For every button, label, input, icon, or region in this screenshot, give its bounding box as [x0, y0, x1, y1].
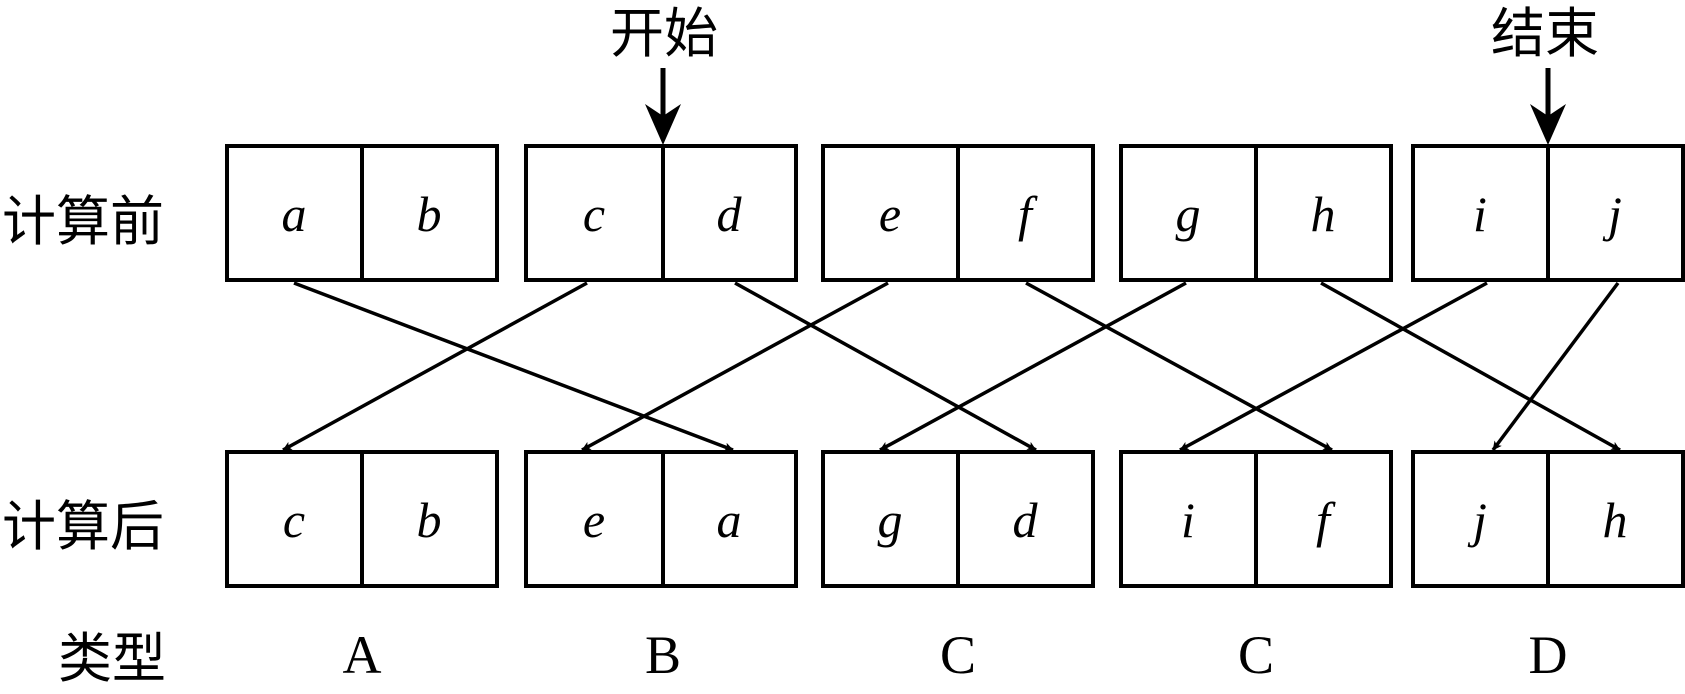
arrow-h-to-after-pair5-right [1320, 281, 1621, 452]
after-pair-5: j h [1411, 450, 1685, 588]
type-row: A B C C D [343, 625, 1568, 685]
arrow-c-to-after-pair1-left [282, 281, 588, 452]
after-pair-1: c b [225, 450, 499, 588]
before-pair-5: i j [1411, 144, 1685, 282]
arrow-j-to-after-pair5-left [1491, 281, 1620, 452]
after-cell-d: d [1013, 492, 1039, 548]
before-cell-e: e [879, 186, 901, 242]
before-cell-g: g [1176, 186, 1201, 242]
before-pair-2: c d [524, 144, 798, 282]
before-row-label: 计算前 [2, 190, 164, 253]
after-cell-c: c [283, 492, 305, 548]
before-cell-d: d [717, 186, 743, 242]
start-arrow [645, 68, 681, 145]
before-cell-c: c [583, 186, 605, 242]
type-label-5: D [1529, 625, 1568, 685]
before-cell-b: b [417, 186, 442, 242]
connections [282, 281, 1621, 452]
after-cell-g: g [878, 492, 903, 548]
before-cell-a: a [282, 186, 307, 242]
after-row-label: 计算后 [2, 495, 164, 558]
after-pair-2: e a [524, 450, 798, 588]
after-pair-3: g d [821, 450, 1095, 588]
after-row: c b e a g d i f j h [225, 450, 1685, 588]
type-label-1: A [343, 625, 382, 685]
arrow-d-to-after-pair3-right [734, 281, 1037, 452]
type-label-3: C [940, 625, 976, 685]
arrow-e-to-after-pair2-left [581, 281, 889, 452]
arrow-g-to-after-pair3-left [879, 281, 1187, 452]
before-pair-3: e f [821, 144, 1095, 282]
before-pair-4: g h [1119, 144, 1393, 282]
type-label-2: B [645, 625, 681, 685]
before-cell-h: h [1311, 186, 1336, 242]
type-row-label: 类型 [58, 627, 166, 690]
after-cell-e: e [583, 492, 605, 548]
after-cell-a: a [717, 492, 742, 548]
arrow-i-to-after-pair4-left [1179, 281, 1488, 452]
end-label: 结束 [1491, 2, 1599, 65]
arrow-f-to-after-pair4-right [1025, 281, 1333, 452]
start-label: 开始 [610, 2, 718, 65]
after-pair-4: i f [1119, 450, 1393, 588]
before-row: a b c d e f g h i j [225, 144, 1685, 282]
end-arrow [1530, 68, 1566, 145]
type-label-4: C [1238, 625, 1274, 685]
before-pair-1: a b [225, 144, 499, 282]
after-cell-b: b [417, 492, 442, 548]
arrow-a-to-after-pair2-right [293, 281, 734, 452]
before-cell-i: i [1473, 186, 1487, 242]
after-cell-h: h [1603, 492, 1628, 548]
after-cell-i: i [1181, 492, 1195, 548]
